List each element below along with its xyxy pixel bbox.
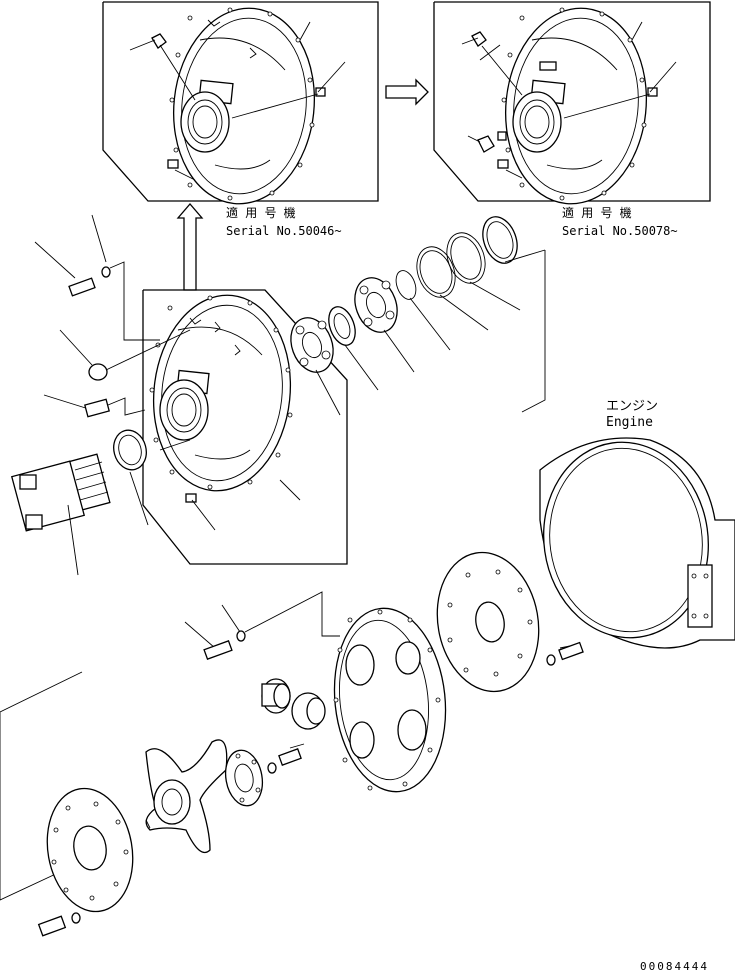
inset-2-rim-holes [501, 7, 647, 201]
spider-hub [145, 739, 228, 854]
arrow-up-icon [176, 203, 204, 291]
rubber-dampers [261, 678, 326, 730]
applicable-label-2: 適 用 号 機 [562, 205, 632, 220]
flex-plate-transmission-side [0, 671, 134, 937]
inset-1-rim-holes [169, 7, 315, 201]
main-housing-assembly [142, 289, 348, 565]
retainer-plate [224, 743, 305, 807]
flex-plate-engine-side [436, 551, 584, 693]
coupling-housing [333, 607, 447, 793]
coupling-bolts [184, 591, 340, 660]
document-number: 00084444 [640, 960, 709, 973]
engine-label-en: Engine [606, 415, 653, 430]
yoke-shaft [10, 453, 111, 576]
arrow-right-icon [385, 78, 429, 106]
applicable-label-1: 適 用 号 機 [226, 205, 296, 220]
engine-label-jp: エンジン [606, 399, 658, 414]
main-rim-holes [149, 295, 293, 490]
engine-flywheel-housing [539, 437, 735, 649]
inset-box-serial-50078 [433, 1, 711, 205]
left-fasteners [34, 214, 191, 526]
inset-box-serial-50046 [102, 1, 379, 205]
seal-and-bearing-row [290, 216, 546, 416]
serial-label-1: Serial No.50046~ [226, 224, 342, 238]
serial-label-2: Serial No.50078~ [562, 224, 678, 238]
